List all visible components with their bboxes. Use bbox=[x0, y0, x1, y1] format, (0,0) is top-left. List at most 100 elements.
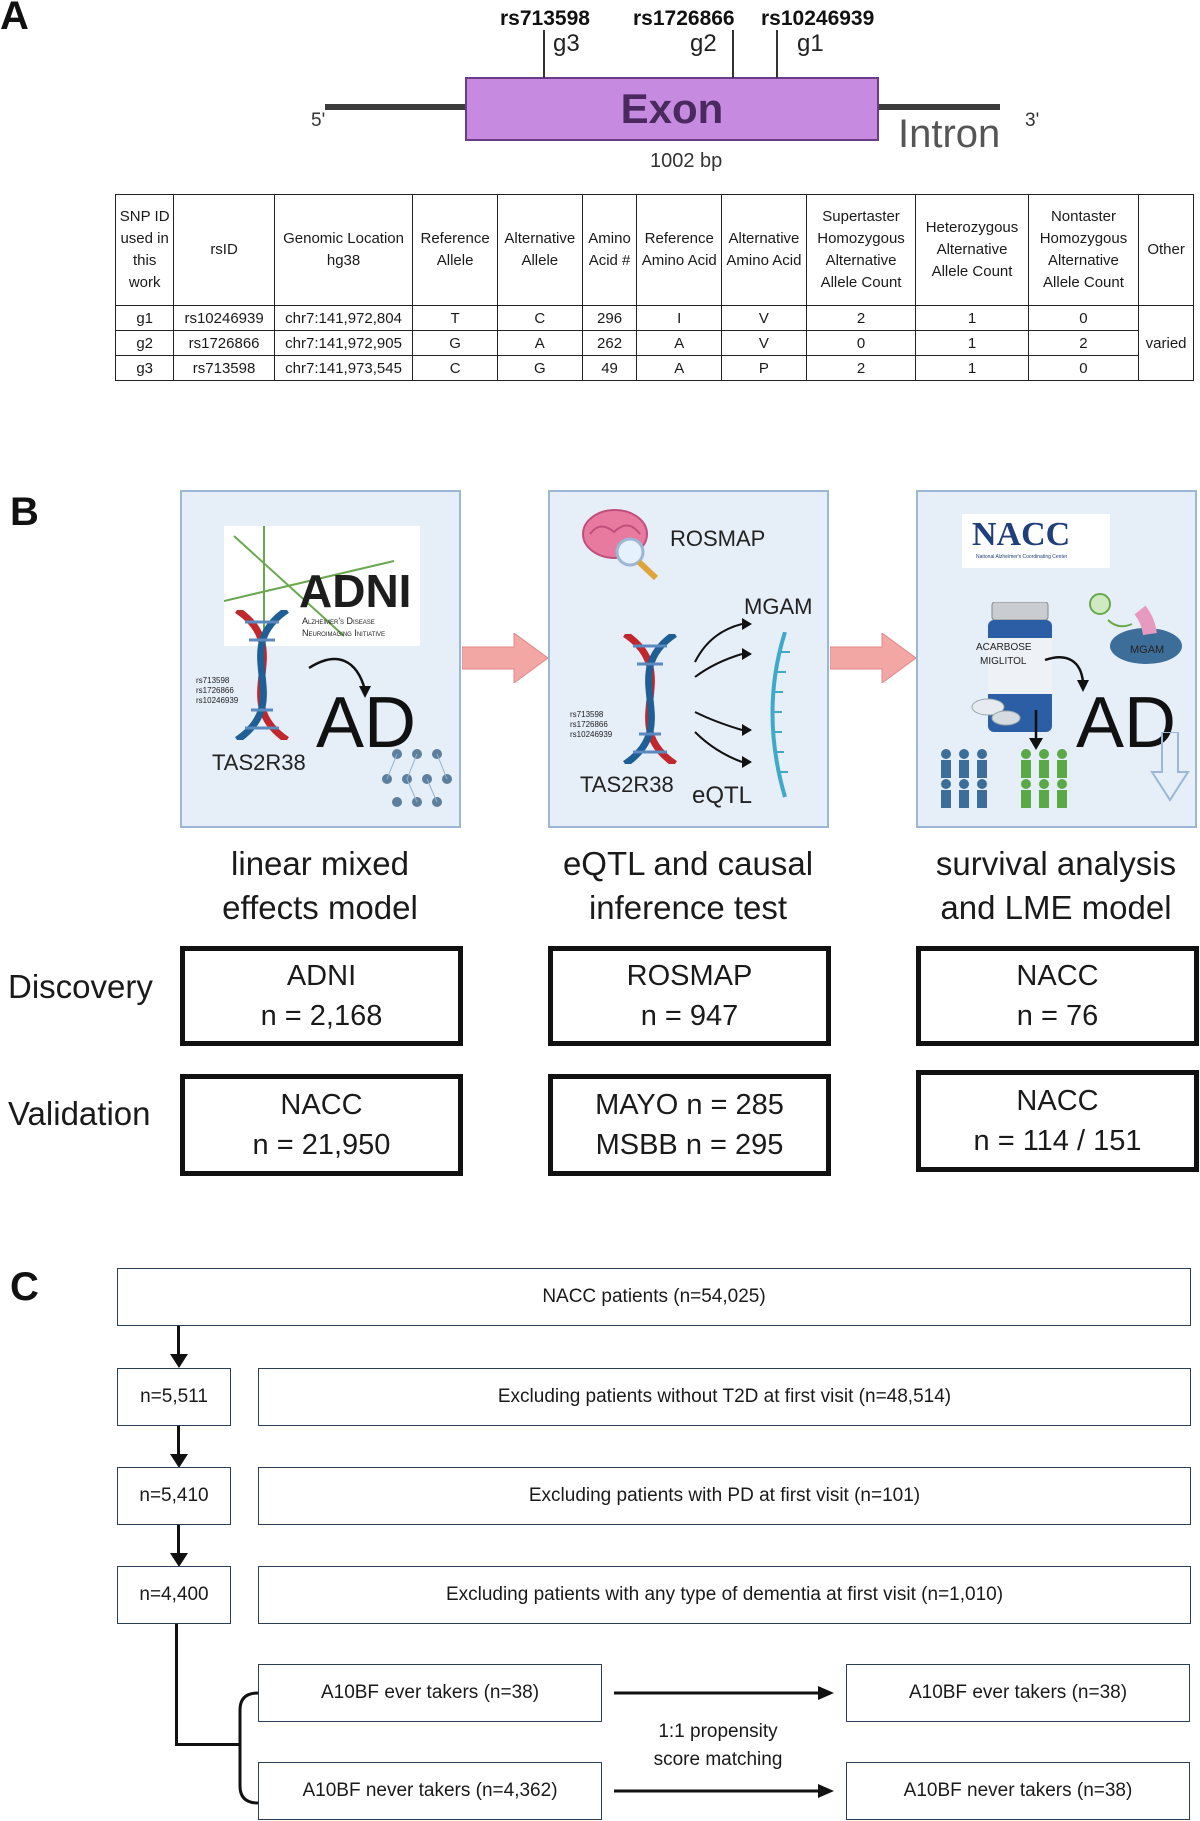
table-cell: 262 bbox=[581, 330, 638, 356]
dna-icon bbox=[623, 634, 677, 764]
five-prime-line bbox=[325, 104, 466, 110]
snp-list: rs713598 rs1726866 rs10246939 bbox=[570, 710, 612, 740]
table-row: g2 rs1726866 chr7:141,972,905 G A 262 A … bbox=[114, 330, 1194, 356]
discovery-cohort-box: NACC n = 76 bbox=[916, 946, 1199, 1046]
table-cell: 0 bbox=[805, 330, 917, 356]
column-header: Reference Amino Acid bbox=[636, 194, 723, 306]
people-groups-icon bbox=[941, 749, 1067, 808]
curved-arrow-icon bbox=[1044, 656, 1089, 692]
three-prime-label: 3' bbox=[1025, 110, 1040, 131]
decrease-arrow-icon bbox=[1150, 732, 1190, 802]
validation-cohort-box: MAYO n = 285 MSBB n = 295 bbox=[548, 1074, 831, 1176]
snp-rsid-label: rs10246939 bbox=[761, 7, 875, 30]
snp-g-label: g2 bbox=[690, 30, 717, 57]
table-cell: 2 bbox=[805, 355, 917, 381]
cohort-size: n = 76 bbox=[1016, 1000, 1099, 1032]
snp-item: rs1726866 bbox=[570, 720, 608, 729]
column-header: rsID bbox=[173, 194, 275, 306]
intron-label: Intron bbox=[898, 112, 1001, 156]
snp-tick-g2 bbox=[732, 30, 734, 78]
snp-rsid-label: rs713598 bbox=[500, 7, 590, 30]
five-prime-label: 5' bbox=[311, 110, 326, 131]
table-cell: 1 bbox=[915, 355, 1029, 381]
table-cell: 49 bbox=[581, 355, 638, 381]
table-cell: 0 bbox=[1027, 355, 1140, 381]
drug-acarbose: ACARBOSE bbox=[976, 642, 1032, 653]
table-cell: V bbox=[721, 330, 807, 356]
table-cell: A bbox=[496, 330, 583, 356]
column-header: Nontaster Homozygous Alternative Allele … bbox=[1027, 194, 1140, 306]
discovery-row-label: Discovery bbox=[8, 968, 153, 1005]
flow-arrow-right bbox=[614, 1784, 834, 1798]
flow-ever-takers-box: A10BF ever takers (n=38) bbox=[258, 1664, 602, 1722]
table-cell: A bbox=[636, 330, 723, 356]
flow-exclusion-box: Excluding patients without T2D at first … bbox=[258, 1368, 1191, 1426]
method-line: survival analysis bbox=[935, 845, 1177, 882]
discovery-cohort-box: ROSMAP n = 947 bbox=[548, 946, 831, 1046]
three-prime-line bbox=[877, 104, 1000, 110]
nacc-logo: NACC National Alzheimer's Coordinating C… bbox=[962, 514, 1110, 568]
adni-logo-sub1: Alzheimer's Disease bbox=[302, 616, 375, 626]
cohort-name: ADNI bbox=[286, 960, 357, 992]
table-row: g3 rs713598 chr7:141,973,545 C G 49 A P … bbox=[114, 355, 1194, 381]
flow-connector bbox=[177, 1326, 180, 1356]
exon-label: Exon bbox=[620, 85, 724, 132]
flow-count-box: n=4,400 bbox=[117, 1566, 231, 1624]
validation-cohort-box: NACC n = 21,950 bbox=[180, 1074, 463, 1176]
matching-label: 1:1 propensity score matching bbox=[618, 1718, 818, 1774]
matching-line: score matching bbox=[653, 1749, 783, 1770]
flow-connector bbox=[175, 1624, 178, 1746]
snp-item: rs10246939 bbox=[196, 696, 239, 705]
matching-line: 1:1 propensity bbox=[658, 1721, 778, 1742]
method-line: and LME model bbox=[940, 889, 1172, 926]
table-cell: I bbox=[636, 305, 723, 331]
table-cell: rs713598 bbox=[173, 355, 275, 381]
column-header: Supertaster Homozygous Alternative Allel… bbox=[805, 194, 917, 306]
table-header-row: SNP ID used in this work rsID Genomic Lo… bbox=[114, 194, 1194, 306]
method-title-survival: survival analysis and LME model bbox=[906, 842, 1200, 930]
flow-count-box: n=5,410 bbox=[117, 1467, 231, 1525]
flow-arrowhead bbox=[170, 1454, 188, 1468]
snp-g-label: g3 bbox=[553, 30, 580, 57]
method-title-lme: linear mixed effects model bbox=[170, 842, 470, 930]
column-header: Alternative Amino Acid bbox=[721, 194, 807, 306]
snp-item: rs1726866 bbox=[196, 686, 234, 695]
dna-icon bbox=[235, 610, 289, 740]
column-header: Genomic Location hg38 bbox=[273, 194, 414, 306]
table-cell: G bbox=[412, 330, 498, 356]
flow-bracket bbox=[238, 1691, 259, 1805]
flow-ever-matched-box: A10BF ever takers (n=38) bbox=[846, 1664, 1190, 1722]
rosmap-label: ROSMAP bbox=[670, 526, 766, 551]
column-header: Alternative Allele bbox=[496, 194, 583, 306]
table-row: g1 rs10246939 chr7:141,972,804 T C 296 I… bbox=[114, 305, 1194, 381]
table-cell: 2 bbox=[805, 305, 917, 331]
table-cell: 0 bbox=[1027, 305, 1140, 331]
snp-tick-g1 bbox=[776, 30, 778, 78]
drug-miglitol: MIGLITOL bbox=[980, 656, 1027, 667]
gene-label: TAS2R38 bbox=[212, 750, 306, 775]
flow-arrowhead bbox=[170, 1354, 188, 1368]
table-cell: rs1726866 bbox=[173, 330, 275, 356]
table-cell: V bbox=[721, 305, 807, 331]
table-cell: chr7:141,972,905 bbox=[273, 330, 414, 356]
bp-length-label: 1002 bp bbox=[650, 150, 723, 172]
snp-item: rs713598 bbox=[196, 676, 230, 685]
snp-g-label: g1 bbox=[797, 30, 824, 57]
table-cell: 296 bbox=[581, 305, 638, 331]
nacc-logo-text: NACC bbox=[972, 516, 1071, 553]
panel-a-letter: A bbox=[0, 0, 29, 38]
flow-connector bbox=[177, 1525, 180, 1555]
table-cell: A bbox=[636, 355, 723, 381]
cohort-size: MSBB n = 295 bbox=[595, 1129, 784, 1161]
table-cell-other: varied bbox=[1138, 305, 1194, 381]
cohort-name: ROSMAP bbox=[626, 960, 753, 992]
mgam-label: MGAM bbox=[744, 594, 813, 619]
down-arrow-icon bbox=[1029, 710, 1043, 750]
flow-never-takers-box: A10BF never takers (n=4,362) bbox=[258, 1762, 602, 1820]
flow-exclusion-box: Excluding patients with any type of deme… bbox=[258, 1566, 1191, 1624]
panel-b-letter: B bbox=[10, 490, 39, 534]
mrna-strand-icon bbox=[770, 632, 790, 798]
table-cell: g2 bbox=[114, 330, 175, 356]
table-cell: rs10246939 bbox=[173, 305, 275, 331]
column-header: SNP ID used in this work bbox=[114, 194, 175, 306]
